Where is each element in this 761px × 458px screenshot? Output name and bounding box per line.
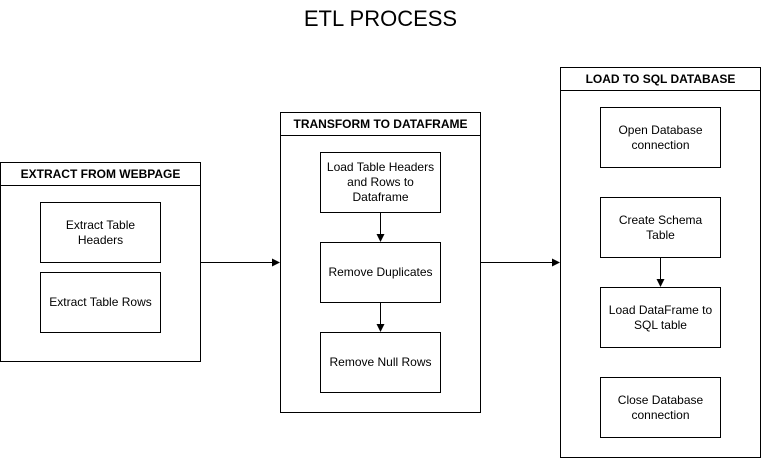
- transform-step-null: Remove Null Rows: [320, 332, 441, 393]
- extract-header: EXTRACT FROM WEBPAGE: [1, 163, 200, 186]
- load-step-close: Close Database connection: [600, 377, 721, 438]
- transform-step-load: Load Table Headers and Rows to Dataframe: [320, 152, 441, 213]
- transform-header: TRANSFORM TO DATAFRAME: [281, 113, 480, 136]
- diagram-title: ETL PROCESS: [303, 6, 458, 31]
- transform-step-duplicates: Remove Duplicates: [320, 242, 441, 303]
- load-step-schema: Create Schema Table: [600, 197, 721, 258]
- load-step-dataframe: Load DataFrame to SQL table: [600, 287, 721, 348]
- extract-step-headers: Extract Table Headers: [40, 202, 161, 263]
- load-header: LOAD TO SQL DATABASE: [561, 68, 760, 91]
- load-step-open: Open Database connection: [600, 107, 721, 168]
- extract-step-rows: Extract Table Rows: [40, 272, 161, 333]
